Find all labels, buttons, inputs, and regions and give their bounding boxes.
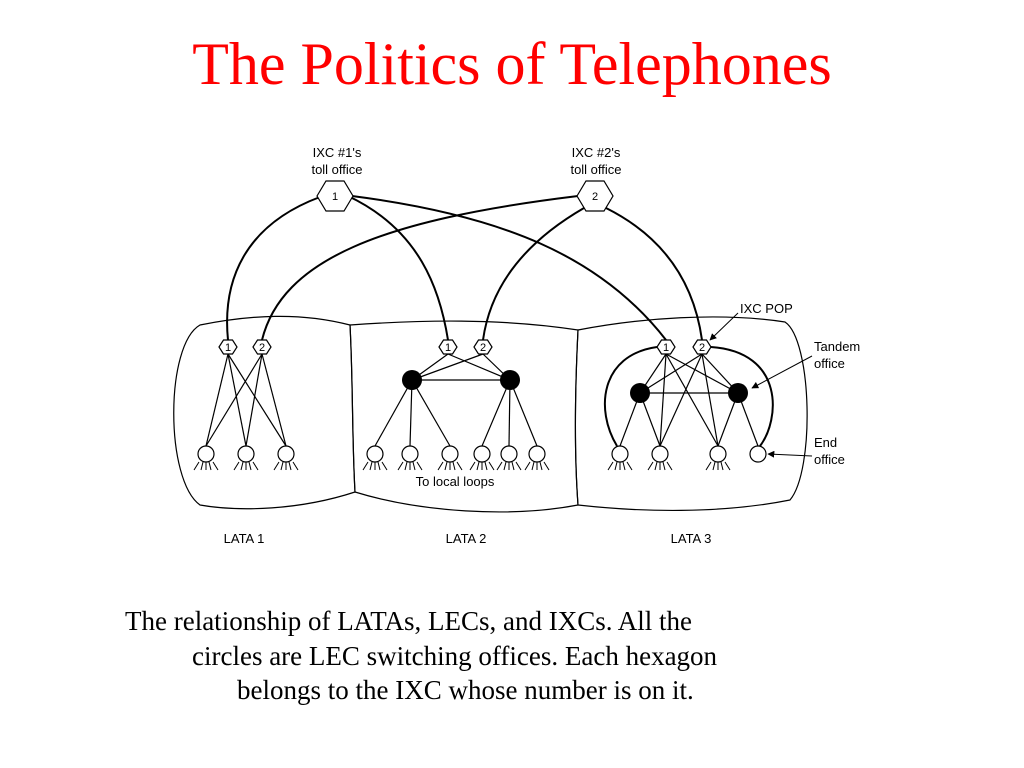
hex-number: 2 — [480, 342, 486, 354]
lata-3-label: LATA 3 — [671, 531, 712, 546]
lata-1-links — [205, 353, 287, 447]
tandem-offices — [402, 370, 748, 403]
local-loops-label: To local loops — [416, 474, 495, 489]
pop-hexagon-lata3-ixc1: 1 — [656, 339, 676, 355]
local-loop-ticks — [193, 461, 731, 471]
ixc-1-label-line-2: toll office — [311, 162, 362, 177]
hex-number: 1 — [663, 342, 669, 354]
end-office-label-line-2: office — [814, 452, 845, 467]
caption: The relationship of LATAs, LECs, and IXC… — [125, 604, 905, 708]
hex-number: 1 — [332, 191, 338, 203]
pop-hexagon-lata2-ixc2: 2 — [473, 339, 493, 355]
ixc-1-toll-office-hexagon: 1 — [316, 180, 354, 212]
caption-line-2: circles are LEC switching offices. Each … — [192, 640, 718, 671]
end-office-label-line-1: End — [814, 435, 837, 450]
lata-diagram: 1 2 1 2 1 2 1 2 IXC #1's t — [173, 145, 860, 546]
hex-number: 2 — [259, 342, 265, 354]
hex-number: 2 — [592, 191, 598, 203]
ixc-1-label-line-1: IXC #1's — [313, 145, 362, 160]
ixc-pop-label: IXC POP — [740, 301, 793, 316]
lata-1-label: LATA 1 — [224, 531, 265, 546]
slide-title: The Politics of Telephones — [192, 31, 832, 97]
caption-line-1: The relationship of LATAs, LECs, and IXC… — [125, 606, 693, 636]
lata-3-region — [574, 316, 808, 512]
pop-hexagon-lata1-ixc2: 2 — [252, 339, 272, 355]
ixc-2-toll-office-hexagon: 2 — [576, 180, 614, 212]
ixc-trunk-lines — [226, 195, 703, 341]
end-offices — [197, 445, 767, 463]
tandem-office-label-line-2: office — [814, 356, 845, 371]
pop-hexagon-lata1-ixc1: 1 — [218, 339, 238, 355]
hex-number: 1 — [225, 342, 231, 354]
pop-hexagon-lata2-ixc1: 1 — [438, 339, 458, 355]
caption-line-3: belongs to the IXC whose number is on it… — [237, 675, 694, 706]
lata-2-links — [374, 353, 538, 447]
pop-hexagon-lata3-ixc2: 2 — [692, 339, 712, 355]
ixc-2-label-line-2: toll office — [570, 162, 621, 177]
tandem-office-label-line-1: Tandem — [814, 339, 860, 354]
ixc-2-label-line-1: IXC #2's — [572, 145, 621, 160]
callout-arrows — [709, 312, 813, 458]
hex-number: 1 — [445, 342, 451, 354]
lata-2-label: LATA 2 — [446, 531, 487, 546]
lata-3-direct-trunks — [604, 346, 774, 447]
ixc-pop-hexagons: 1 2 1 2 1 2 — [218, 339, 712, 355]
hex-number: 2 — [699, 342, 705, 354]
